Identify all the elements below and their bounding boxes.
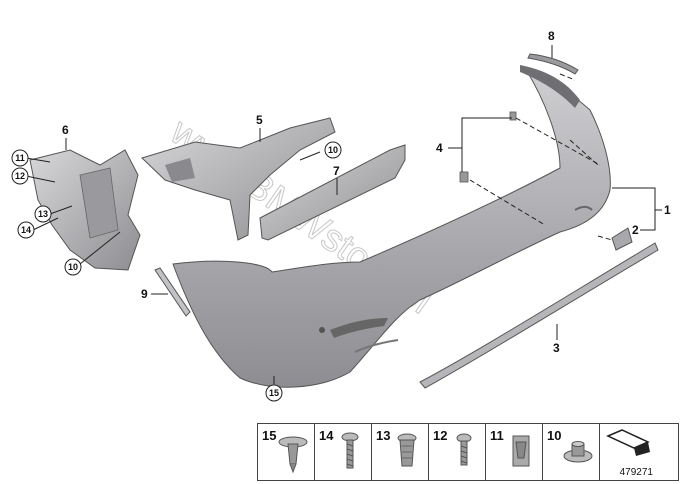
svg-text:13: 13: [38, 209, 48, 219]
circled-callout-10-left: 10: [64, 258, 82, 276]
callout-2: 2: [632, 223, 639, 237]
leader-lines: [25, 45, 662, 384]
callout-9: 9: [141, 287, 148, 301]
bracket-center: [141, 117, 336, 241]
washer-nut-icon: [563, 441, 593, 463]
legend-item-14: 14: [315, 424, 372, 480]
svg-text:12: 12: [15, 171, 25, 181]
trim-strip-9: [154, 267, 191, 317]
legend-item-10: 10: [543, 424, 600, 480]
direction-arrow-icon: [606, 429, 650, 456]
expanding-nut-icon: [397, 433, 417, 467]
callout-8: 8: [548, 29, 555, 43]
legend-number: 10: [547, 428, 562, 443]
circled-callout-15: 15: [265, 384, 283, 402]
svg-text:10: 10: [328, 145, 338, 155]
callout-7: 7: [333, 164, 340, 178]
circled-callout-10-center: 10: [324, 141, 342, 159]
screw-short-icon: [456, 433, 472, 466]
legend-item-11: 11: [486, 424, 543, 480]
legend-direction-cell: 479271: [600, 424, 658, 480]
trim-strip-8: [527, 53, 579, 75]
svg-text:10: 10: [68, 262, 78, 272]
clip-nut-icon: [512, 435, 530, 467]
legend-item-15: 15: [258, 424, 315, 480]
svg-text:15: 15: [269, 388, 279, 398]
diagram-reference-number: 479271: [619, 467, 653, 478]
svg-text:14: 14: [21, 225, 31, 235]
callout-1: 1: [664, 203, 671, 217]
legend-number: 11: [490, 428, 504, 443]
callout-6: 6: [62, 123, 69, 137]
legend-item-13: 13: [372, 424, 429, 480]
callout-4: 4: [436, 141, 443, 155]
bracket-left: [29, 149, 141, 271]
fastener-legend: 15 14 13 12 11: [257, 423, 679, 481]
legend-number: 13: [376, 428, 391, 443]
rear-bumper-trim: [172, 65, 611, 388]
legend-item-12: 12: [429, 424, 486, 480]
push-rivet-icon: [278, 436, 308, 474]
svg-text:11: 11: [15, 153, 25, 163]
circled-callout-13: 13: [34, 205, 52, 223]
circled-callout-14: 14: [17, 221, 35, 239]
screw-icon: [341, 432, 359, 469]
callout-5: 5: [256, 113, 263, 127]
legend-number: 14: [319, 428, 334, 443]
circled-callout-12: 12: [11, 167, 29, 185]
reinforcement-bar: [259, 144, 406, 241]
legend-number: 12: [433, 428, 448, 443]
circled-callout-11: 11: [11, 149, 29, 167]
fastener-part-4: [459, 111, 517, 183]
trim-strip-3: [419, 242, 659, 389]
cover-part-2: [611, 227, 633, 251]
callout-3: 3: [553, 341, 560, 355]
legend-number: 15: [262, 428, 277, 443]
